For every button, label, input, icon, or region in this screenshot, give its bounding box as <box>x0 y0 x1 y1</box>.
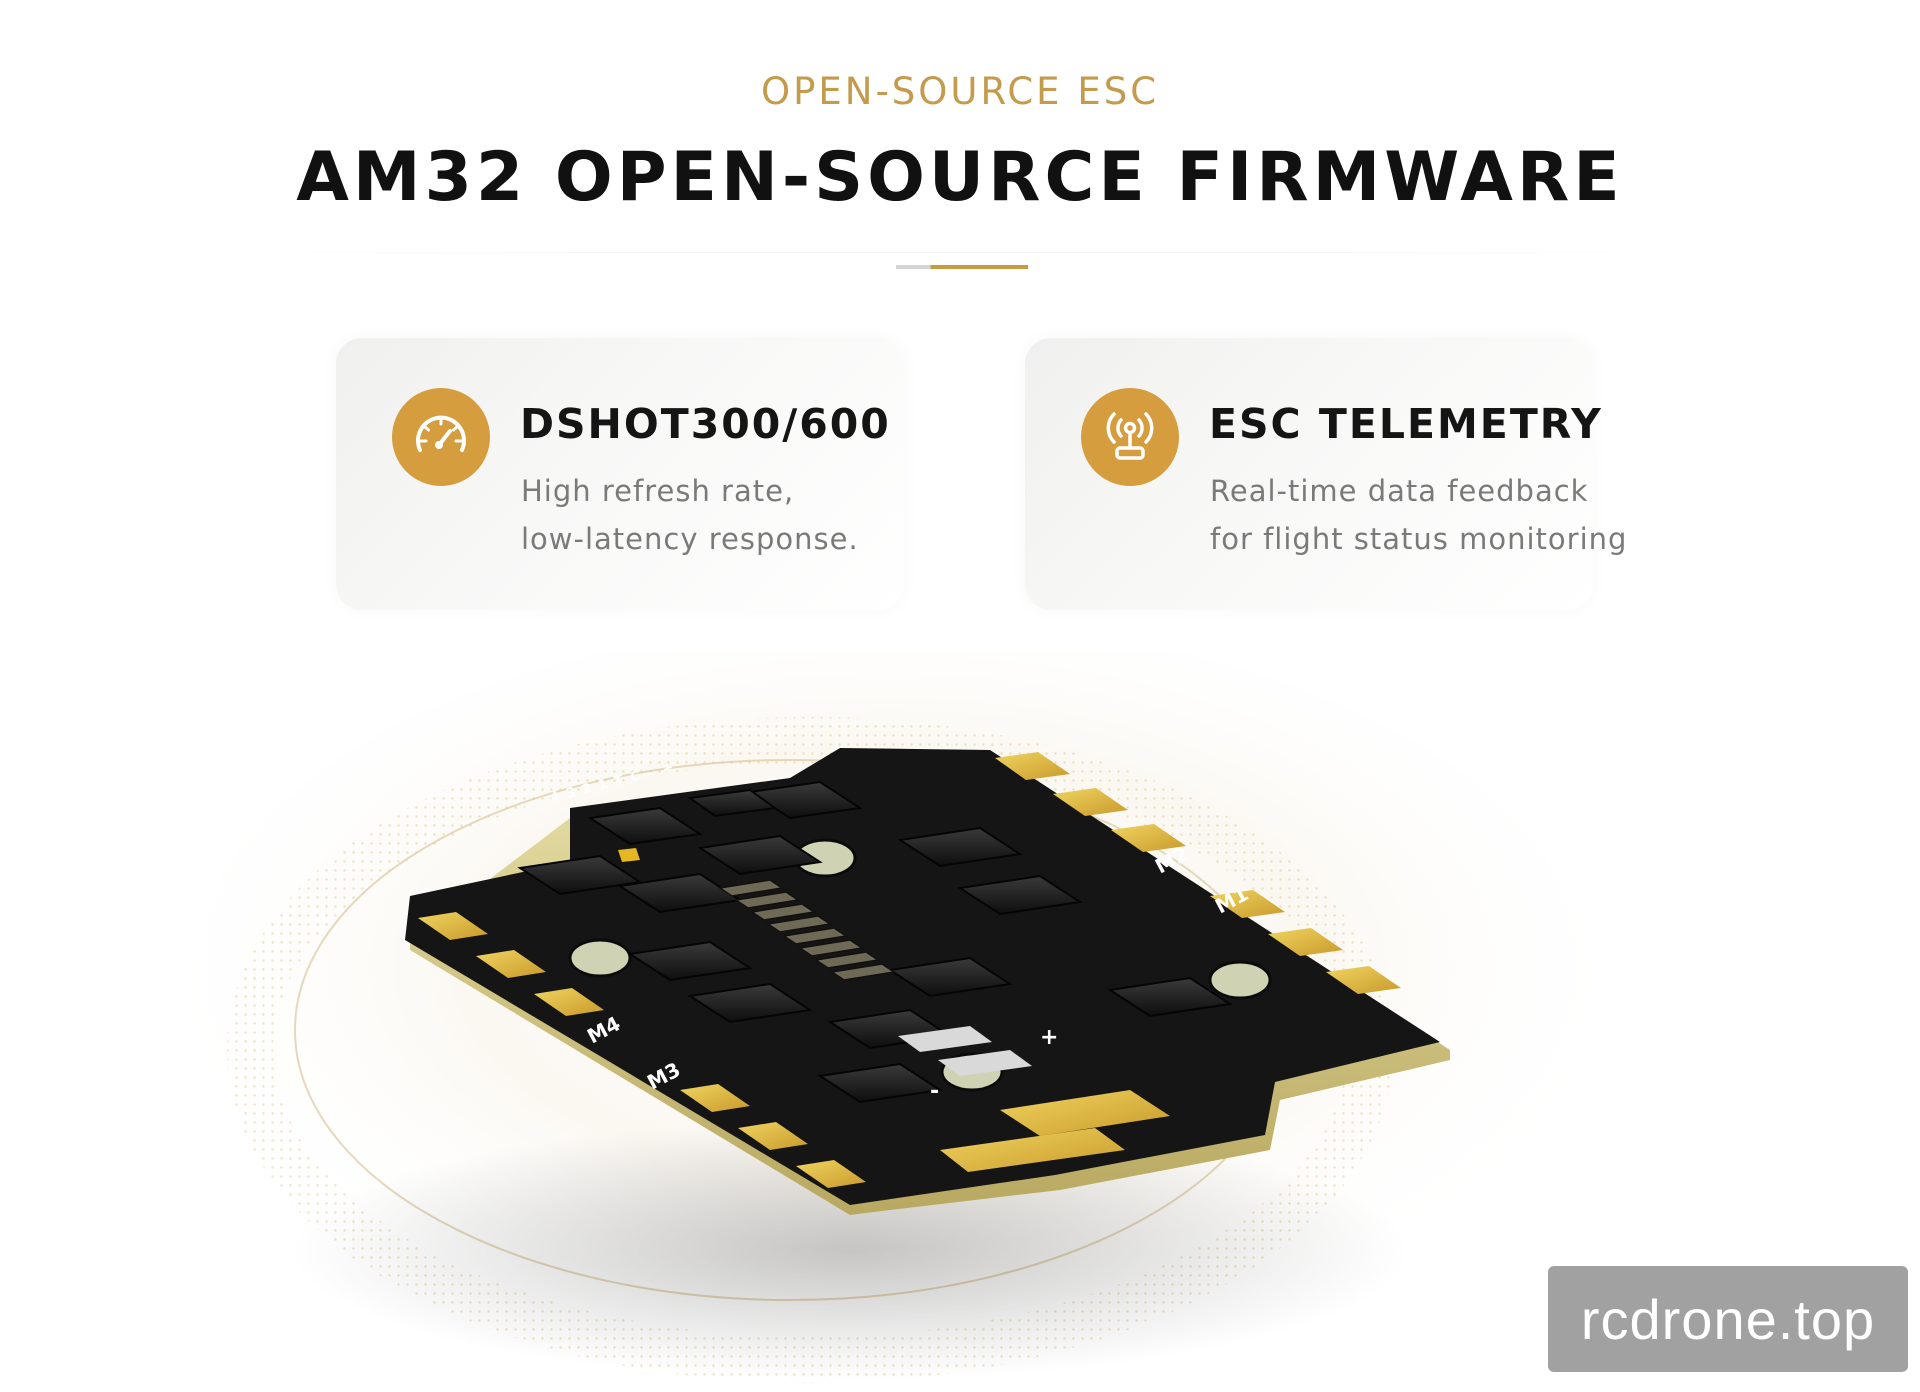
eyebrow-label: OPEN-SOURCE ESC <box>760 70 1160 113</box>
feature-description: Real-time data feedback for flight statu… <box>1210 467 1627 563</box>
power-label-plus: + <box>1040 1025 1058 1050</box>
esc-board-illustration: 4 3 2 1 T C - + M2 M1 M4 M3 + - <box>160 620 1620 1388</box>
feature-card-telemetry: ESC TELEMETRY Real-time data feedback fo… <box>1025 338 1626 610</box>
pin-label: + <box>661 760 676 778</box>
pin-label: C <box>629 769 643 786</box>
feature-description-line: High refresh rate, <box>521 474 795 508</box>
feature-description-line: low-latency response. <box>521 522 859 556</box>
title-divider <box>896 265 1028 269</box>
pcb-board <box>405 748 1450 1215</box>
page-title: AM32 OPEN-SOURCE FIRMWARE <box>296 138 1624 217</box>
feature-description-line: Real-time data feedback <box>1210 474 1589 508</box>
feature-description: High refresh rate, low-latency response. <box>521 467 859 563</box>
feature-title: DSHOT300/600 <box>520 400 891 448</box>
pin-label: 2 <box>581 781 594 798</box>
watermark-text: rcdrone.top <box>1580 1287 1876 1351</box>
pin-label: 4 <box>549 789 562 806</box>
pin-label: 3 <box>565 785 578 802</box>
header-rule <box>260 252 1660 253</box>
telemetry-antenna-icon <box>1081 388 1179 486</box>
watermark: rcdrone.top <box>1548 1266 1908 1372</box>
pin-label: - <box>645 766 655 782</box>
power-label-minus: - <box>930 1079 939 1104</box>
pin-label: 1 <box>597 777 610 794</box>
feature-description-line: for flight status monitoring <box>1210 522 1628 556</box>
speedometer-icon <box>392 388 490 486</box>
feature-card-dshot: DSHOT300/600 High refresh rate, low-late… <box>336 338 904 610</box>
feature-title: ESC TELEMETRY <box>1209 400 1603 448</box>
